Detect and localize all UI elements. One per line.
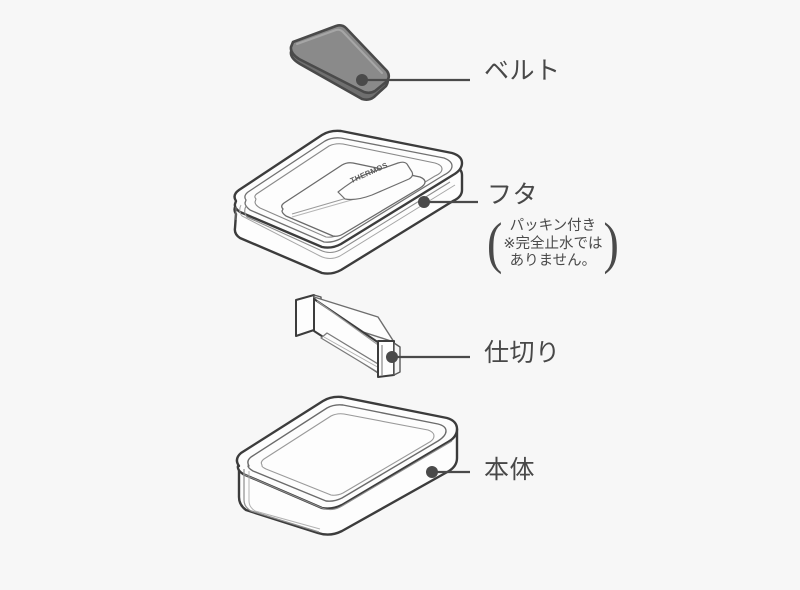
part-divider[interactable]	[295, 294, 401, 378]
body-bottom-edge-2	[248, 471, 321, 530]
lid-brand-plate	[337, 161, 414, 201]
belt-highlight	[296, 28, 383, 74]
leader-dot-body	[426, 466, 438, 478]
leader-dot-lid	[418, 196, 430, 208]
label-body[interactable]: 本体	[484, 456, 536, 484]
lid-contour-1	[244, 137, 453, 243]
part-body[interactable]	[235, 395, 459, 536]
label-divider[interactable]: 仕切り	[484, 339, 561, 367]
label-belt[interactable]: ベルト	[484, 57, 561, 85]
body-bottom-edge-1	[243, 469, 320, 533]
leader-lines	[356, 74, 478, 478]
body-inner-rim	[247, 404, 447, 502]
part-lid[interactable]: THERMOS	[233, 129, 464, 275]
lid-skirt-line-inner2	[239, 184, 456, 259]
leader-dot-belt	[356, 74, 368, 86]
lid-contour-2	[254, 143, 443, 238]
part-belt[interactable]	[289, 24, 391, 101]
divider-ridge-line	[316, 300, 382, 348]
divider-bottom-lip-line	[323, 336, 382, 370]
lid-skirt-line-inner	[244, 181, 451, 254]
body-front-rim-line	[242, 440, 453, 511]
body-interior-floor	[260, 413, 435, 496]
leader-dot-divider	[386, 351, 398, 363]
divider-left-tab	[295, 294, 315, 337]
